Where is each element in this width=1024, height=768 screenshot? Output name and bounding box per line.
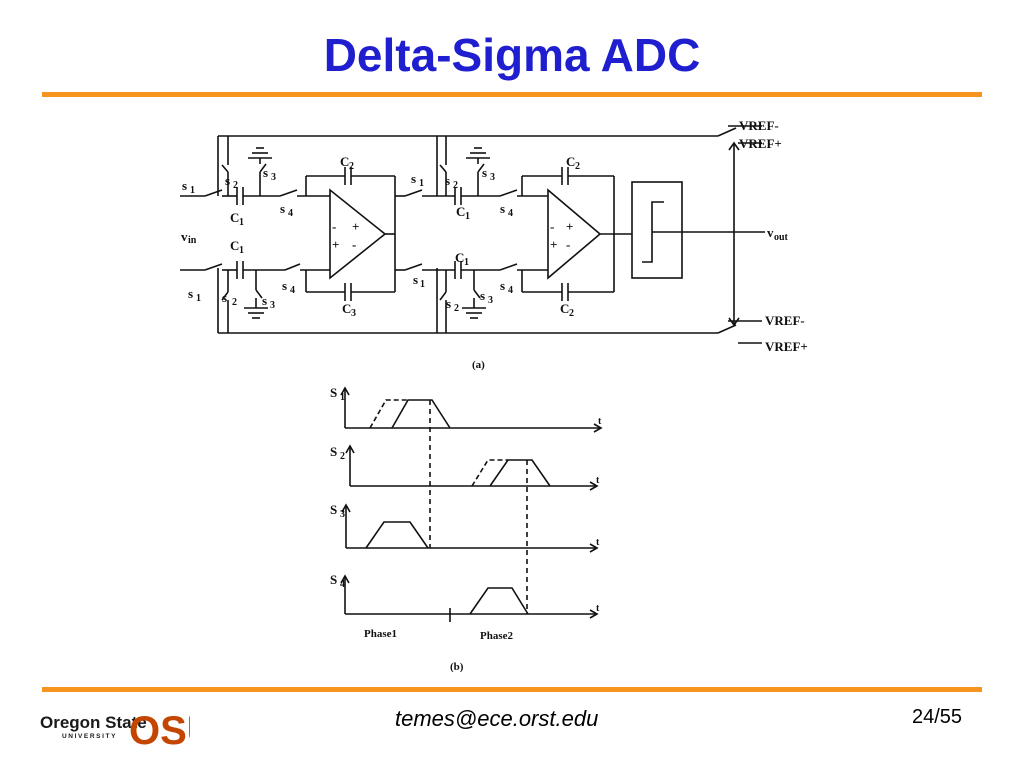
title-divider	[42, 92, 982, 97]
svg-text:VREF+: VREF+	[765, 339, 808, 354]
svg-text:VREF+: VREF+	[739, 136, 782, 151]
svg-text:t: t	[596, 475, 600, 486]
svg-text:3: 3	[488, 295, 493, 306]
svg-text:2: 2	[454, 303, 459, 314]
timing-waveforms	[340, 386, 603, 622]
svg-text:1: 1	[196, 293, 201, 304]
svg-text:C: C	[456, 204, 465, 219]
svg-text:1: 1	[340, 392, 345, 403]
svg-text:-: -	[550, 219, 554, 234]
svg-text:VREF-: VREF-	[739, 118, 779, 133]
svg-text:C: C	[566, 154, 575, 169]
svg-text:3: 3	[271, 172, 276, 183]
svg-text:3: 3	[270, 300, 275, 311]
svg-text:+: +	[566, 219, 573, 234]
svg-text:+: +	[352, 219, 359, 234]
svg-text:4: 4	[288, 208, 293, 219]
svg-text:s: s	[280, 201, 285, 216]
svg-text:Phase1: Phase1	[364, 628, 397, 640]
svg-text:2: 2	[349, 161, 354, 172]
svg-text:C: C	[230, 210, 239, 225]
svg-text:3: 3	[340, 509, 345, 520]
svg-text:S: S	[330, 385, 337, 400]
svg-text:s: s	[446, 296, 451, 311]
svg-text:s: s	[225, 173, 230, 188]
svg-text:S: S	[330, 572, 337, 587]
svg-text:S: S	[330, 444, 337, 459]
svg-text:4: 4	[508, 208, 513, 219]
svg-text:2: 2	[340, 451, 345, 462]
svg-text:UNIVERSITY: UNIVERSITY	[62, 733, 117, 740]
svg-text:C: C	[340, 154, 349, 169]
svg-text:C: C	[455, 250, 464, 265]
svg-text:(a): (a)	[472, 359, 485, 371]
svg-text:s: s	[182, 178, 187, 193]
svg-text:s: s	[222, 290, 227, 305]
svg-text:+: +	[332, 237, 339, 252]
svg-text:1: 1	[190, 185, 195, 196]
svg-text:+: +	[550, 237, 557, 252]
svg-text:VREF-: VREF-	[765, 313, 805, 328]
svg-text:s: s	[480, 288, 485, 303]
svg-text:s: s	[500, 201, 505, 216]
svg-text:s: s	[262, 293, 267, 308]
svg-text:S: S	[330, 502, 337, 517]
svg-text:-: -	[352, 237, 356, 252]
svg-text:1: 1	[420, 279, 425, 290]
svg-text:out: out	[774, 232, 789, 243]
svg-text:Phase2: Phase2	[480, 630, 514, 642]
svg-text:t: t	[596, 603, 600, 614]
svg-text:OSU: OSU	[129, 709, 190, 752]
svg-text:v: v	[181, 229, 188, 244]
svg-text:C: C	[342, 301, 351, 316]
svg-text:2: 2	[233, 180, 238, 191]
svg-text:3: 3	[490, 172, 495, 183]
svg-text:2: 2	[569, 308, 574, 319]
svg-text:-: -	[566, 237, 570, 252]
svg-text:t: t	[596, 537, 600, 548]
svg-text:1: 1	[419, 178, 424, 189]
page-number: 24/55	[912, 706, 963, 728]
slide-title: Delta-Sigma ADC	[323, 29, 701, 81]
svg-text:s: s	[482, 165, 487, 180]
svg-text:1: 1	[239, 245, 244, 256]
oregon-state-logo: Oregon State UNIVERSITY OSU	[40, 709, 190, 752]
svg-text:1: 1	[464, 257, 469, 268]
svg-text:4: 4	[508, 285, 513, 296]
svg-text:-: -	[332, 219, 336, 234]
svg-text:1: 1	[239, 217, 244, 228]
svg-text:s: s	[411, 171, 416, 186]
svg-text:3: 3	[351, 308, 356, 319]
svg-text:s: s	[263, 165, 268, 180]
svg-text:s: s	[445, 173, 450, 188]
svg-text:in: in	[188, 235, 197, 246]
svg-text:s: s	[282, 278, 287, 293]
svg-text:(b): (b)	[450, 661, 464, 673]
svg-text:2: 2	[575, 161, 580, 172]
svg-text:s: s	[188, 286, 193, 301]
circuit-schematic	[180, 125, 765, 344]
svg-text:2: 2	[232, 297, 237, 308]
svg-text:v: v	[767, 225, 774, 240]
svg-text:2: 2	[453, 180, 458, 191]
svg-text:1: 1	[465, 211, 470, 222]
svg-text:Oregon State: Oregon State	[40, 713, 147, 732]
svg-text:s: s	[413, 272, 418, 287]
svg-text:4: 4	[340, 579, 345, 590]
svg-text:C: C	[560, 301, 569, 316]
footer-email: temes@ece.orst.edu	[395, 706, 599, 731]
svg-text:t: t	[598, 416, 602, 427]
svg-text:C: C	[230, 238, 239, 253]
svg-text:4: 4	[290, 285, 295, 296]
svg-text:s: s	[500, 278, 505, 293]
footer-divider	[42, 687, 982, 692]
